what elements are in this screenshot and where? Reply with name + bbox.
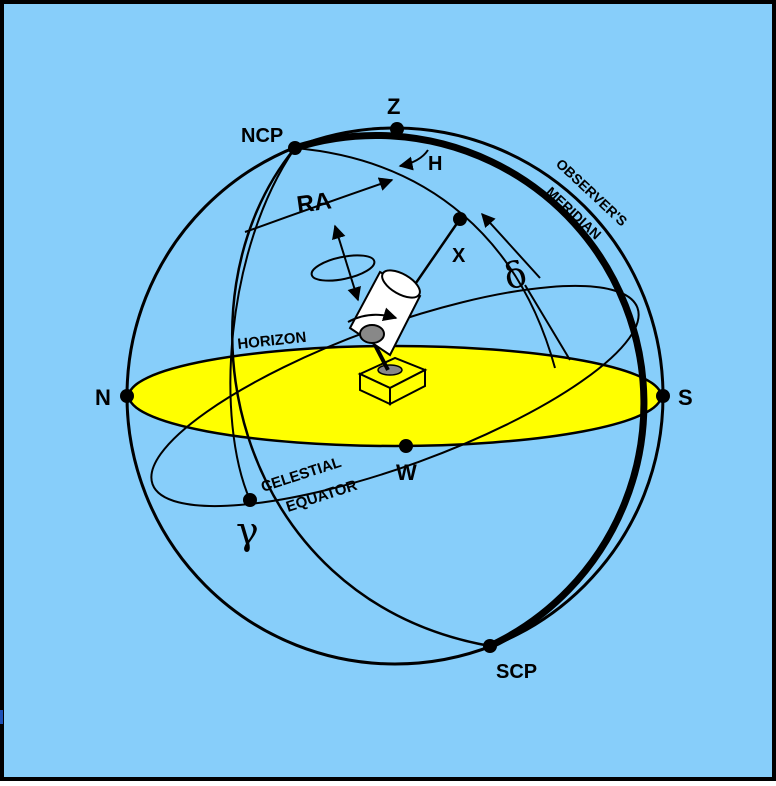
zenith-label: Z [387,94,400,119]
ncp-point [288,141,302,155]
south-label: S [678,385,693,410]
south-point [656,389,670,403]
star-label: X [452,245,466,267]
hour-angle-arrow [398,149,429,171]
great-circle-ncp-scp [231,147,491,648]
ra-label: RA [295,187,333,219]
observer-meridian-arc [293,131,648,650]
declination-arrow [481,212,541,279]
ncp-label: NCP [241,125,283,147]
star-point [453,212,467,226]
ra-arrow [244,177,394,233]
hour-angle-label: H [428,153,442,175]
corner-mark [0,710,3,724]
north-point [120,389,134,403]
rotation-symbol [310,224,376,302]
equinox-point [243,493,257,507]
telescope-tube [347,269,422,357]
zenith-point [390,122,404,136]
telescope-mount [357,344,428,406]
scp-point [483,639,497,653]
west-point [399,439,413,453]
equator-link-line [524,284,571,361]
scp-label: SCP [496,661,537,683]
west-label: W [396,460,417,485]
vernal-equinox-label: γ [236,509,259,553]
north-label: N [95,385,111,410]
